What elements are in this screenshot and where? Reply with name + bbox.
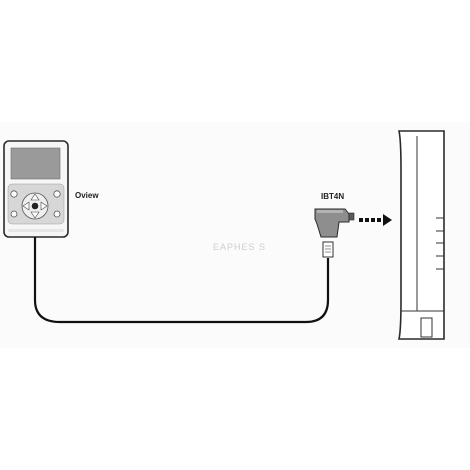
background-band xyxy=(0,122,470,348)
oview-device xyxy=(3,140,69,238)
oview-right-button xyxy=(53,190,61,198)
oview-label: Oview xyxy=(75,191,99,200)
ibt4n-body xyxy=(314,208,350,238)
dpad-center-button xyxy=(31,202,39,210)
dpad-left-arrow-icon xyxy=(22,201,30,211)
oview-left-button xyxy=(10,190,18,198)
oview-screen xyxy=(10,147,61,180)
ibt4n-top-highlight xyxy=(317,210,343,213)
control-unit-body xyxy=(398,130,445,340)
plug-in-arrow-icon xyxy=(359,214,392,226)
dpad-down-arrow-icon xyxy=(30,211,40,219)
control-unit xyxy=(398,130,445,340)
connection-cable xyxy=(33,237,330,324)
dpad-up-arrow-icon xyxy=(30,193,40,201)
control-unit-latch xyxy=(420,317,433,338)
dpad-right-arrow-icon xyxy=(40,201,48,211)
ibt4n-pin xyxy=(348,212,355,221)
watermark-text: EAPHES S xyxy=(213,242,266,252)
oview-bottom-edge xyxy=(8,229,64,232)
oview-bottom-left-button xyxy=(10,210,18,218)
oview-bottom-right-button xyxy=(53,210,61,218)
rj-connector xyxy=(322,241,334,258)
ibt4n-label: IBT4N xyxy=(321,192,344,201)
ibt4n-adapter xyxy=(314,208,355,258)
